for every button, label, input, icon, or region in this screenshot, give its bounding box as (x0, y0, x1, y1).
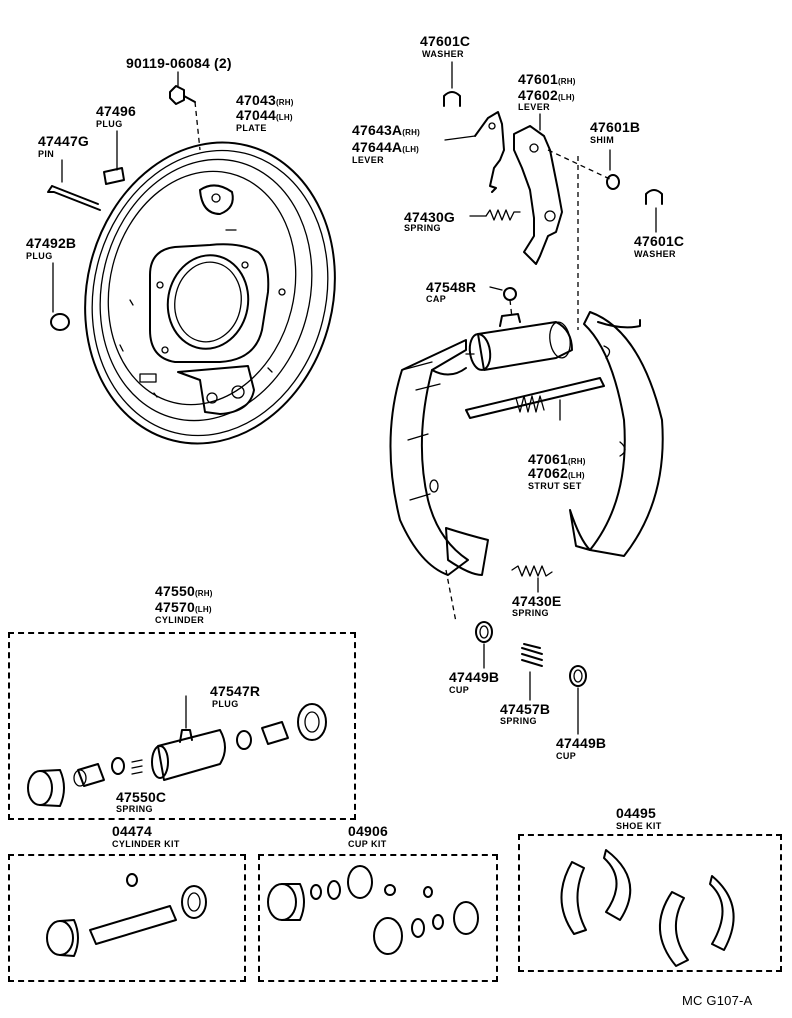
washer-right-number: 47601C (634, 233, 685, 249)
pin-drawing (47, 159, 101, 211)
diagram-code: MC G107-A (682, 993, 753, 1008)
lever-a-rh-number: 47643A(RH) (352, 122, 420, 138)
plug-47547-number: 47547R (210, 683, 261, 699)
lever-a-drawing (444, 111, 505, 193)
cylinder-exploded-drawing (27, 695, 327, 807)
right-shoe-drawing (569, 156, 664, 557)
spring-e-number: 47430E (512, 593, 562, 609)
plate-lh-number: 47044(LH) (236, 107, 293, 123)
lever-a-name: LEVER (352, 155, 385, 165)
cup-kit-drawing (267, 865, 479, 955)
washer-top-name: WASHER (422, 49, 464, 59)
plug-47547-name: PLUG (212, 699, 239, 709)
shim-number: 47601B (590, 119, 641, 135)
shim-name: SHIM (590, 135, 615, 145)
lever-name: LEVER (518, 102, 551, 112)
spring-g-number: 47430G (404, 209, 456, 225)
cylinder-kit-drawing (46, 873, 207, 957)
cup-left-name: CUP (449, 685, 470, 695)
cylinder-rh-number: 47550(RH) (155, 583, 213, 599)
strut-rh-number: 47061(RH) (528, 451, 586, 467)
shoe-kit-number: 04495 (616, 805, 656, 821)
washer-right-name: WASHER (634, 249, 676, 259)
strut-lh-number: 47062(LH) (528, 465, 585, 481)
washer-top-drawing (443, 61, 461, 107)
plate-rh-number: 47043(RH) (236, 92, 294, 108)
plug-47492-number: 47492B (26, 235, 77, 251)
plug-47492-drawing (50, 262, 70, 331)
plug-47496-name: PLUG (96, 119, 123, 129)
strut-name: STRUT SET (528, 481, 582, 491)
cylinder-name: CYLINDER (155, 615, 205, 625)
washer-top-number: 47601C (420, 33, 471, 49)
lever-a-lh-number: 47644A(LH) (352, 139, 420, 155)
washer-right-drawing (645, 189, 663, 233)
spring-g-drawing (469, 209, 521, 221)
cup-kit-name: CUP KIT (348, 839, 387, 849)
cup-left-number: 47449B (449, 669, 500, 685)
strut-drawing (465, 377, 605, 421)
spring-457-drawing (521, 643, 543, 701)
shoe-kit-box (518, 834, 782, 972)
cylinder-kit-name: CYLINDER KIT (112, 839, 180, 849)
cup-right-drawing (569, 665, 587, 735)
shoe-kit-drawing (560, 849, 735, 967)
cylinder-assembly-box (8, 632, 356, 820)
cap-drawing (489, 286, 517, 319)
bolt-number: 90119-06084 (2) (126, 55, 232, 71)
lever-rh-number: 47601(RH) (518, 71, 576, 87)
spring-457-name: SPRING (500, 716, 537, 726)
cylinder-kit-box (8, 854, 246, 982)
wheel-cylinder-drawing (465, 313, 573, 371)
plate-name: PLATE (236, 123, 267, 133)
shim-drawing (547, 149, 620, 190)
bolt-drawing (169, 71, 201, 151)
cylinder-kit-number: 04474 (112, 823, 152, 839)
cap-name: CAP (426, 294, 447, 304)
lever-lh-number: 47602(LH) (518, 87, 575, 103)
cup-left-drawing (475, 621, 493, 669)
pin-name: PIN (38, 149, 55, 159)
backing-plate-drawing (84, 141, 336, 445)
cup-right-number: 47449B (556, 735, 607, 751)
plug-47492-name: PLUG (26, 251, 53, 261)
cap-number: 47548R (426, 279, 477, 295)
spring-e-name: SPRING (512, 608, 549, 618)
plug-47496-number: 47496 (96, 103, 136, 119)
cup-right-name: CUP (556, 751, 577, 761)
pin-number: 47447G (38, 133, 90, 149)
cylinder-lh-number: 47570(LH) (155, 599, 212, 615)
spring-e-drawing (445, 565, 553, 623)
spring-g-name: SPRING (404, 223, 441, 233)
lever-drawing (513, 113, 563, 265)
spring-457-number: 47457B (500, 701, 551, 717)
cup-kit-number: 04906 (348, 823, 388, 839)
shoe-kit-name: SHOE KIT (616, 821, 662, 831)
plug-47496-drawing (103, 130, 125, 185)
spring-c-number: 47550C (116, 789, 167, 805)
left-shoe-drawing (389, 339, 489, 576)
cup-kit-box (258, 854, 498, 982)
spring-c-name: SPRING (116, 804, 153, 814)
